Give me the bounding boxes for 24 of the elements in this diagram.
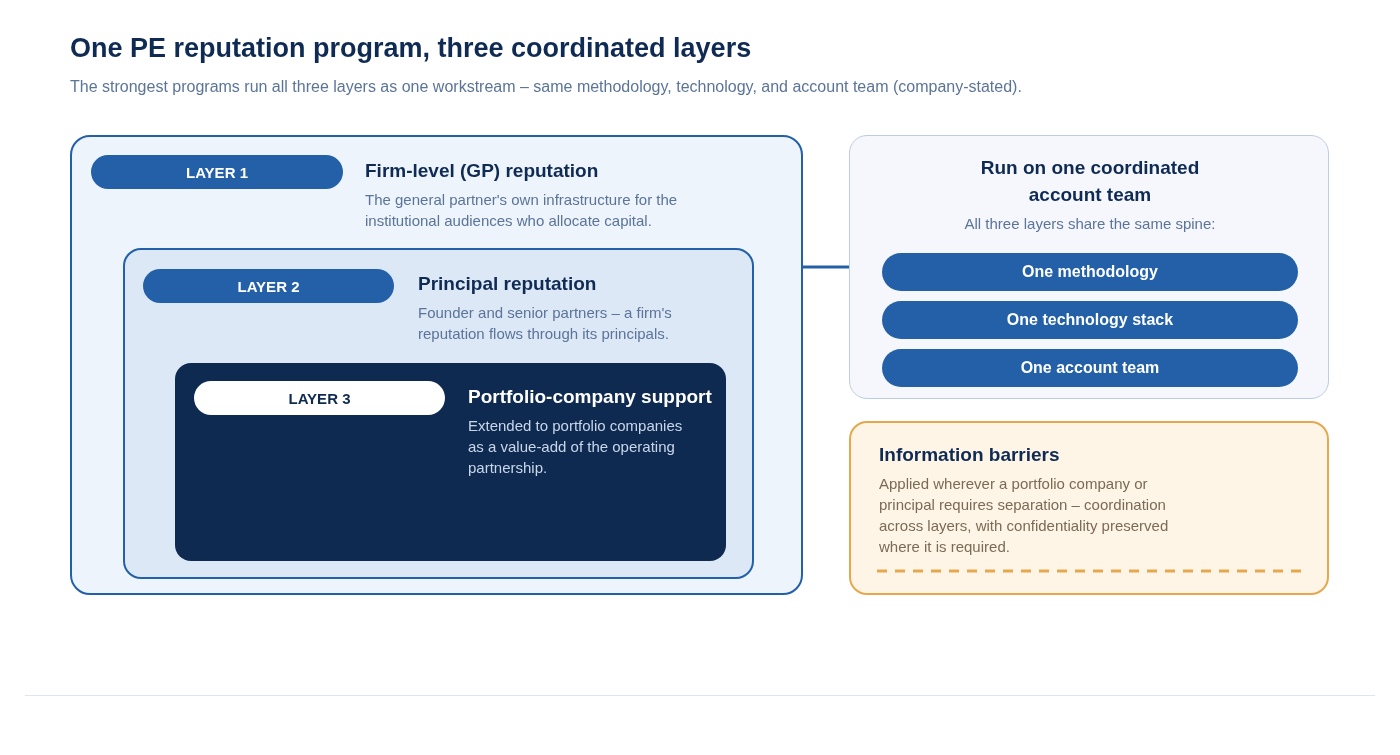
layer-tag: LAYER 2 [143, 269, 394, 303]
layer-panel [123, 248, 754, 579]
panel-description: Extended to portfolio companies as a value-add of the operating partnership. [468, 416, 684, 478]
subtitle-text: The strongest programs run all three layers as one workstream – same methodology, technology, and account team (company-stated). [70, 77, 1022, 97]
panel-heading: Principal reputation [418, 272, 597, 296]
spine-item: One account team [882, 349, 1298, 387]
panel-description: All three layers share the same spine: [963, 214, 1217, 234]
panel-description: Applied wherever a portfolio company or principal requires separation – coordination across layers, with confidentiality preserved where it is required. [879, 474, 1170, 557]
panel-description: The general partner's own infrastructure for the institutional audiences who allocate capital. [365, 190, 679, 231]
connector-line [803, 265, 849, 269]
diagram-title: One PE reputation program, three coordinated layers [70, 32, 752, 65]
panel-heading: Firm-level (GP) reputation [365, 159, 599, 183]
panel-heading: Run on one coordinated account team [979, 156, 1201, 207]
layer-panel [70, 135, 803, 595]
spine-item: One methodology [882, 253, 1298, 291]
barrier-note-panel [849, 421, 1329, 595]
spine-panel [849, 135, 1329, 399]
panel-heading: Information barriers [879, 443, 1061, 467]
layer-tag: LAYER 3 [194, 381, 445, 415]
panel-description: Founder and senior partners – a firm's reputation flows through its principals. [418, 303, 673, 344]
layer-tag: LAYER 1 [91, 155, 343, 189]
layer-panel [175, 363, 726, 561]
panel-heading: Portfolio-company support [468, 385, 712, 409]
spine-item: One technology stack [882, 301, 1298, 339]
